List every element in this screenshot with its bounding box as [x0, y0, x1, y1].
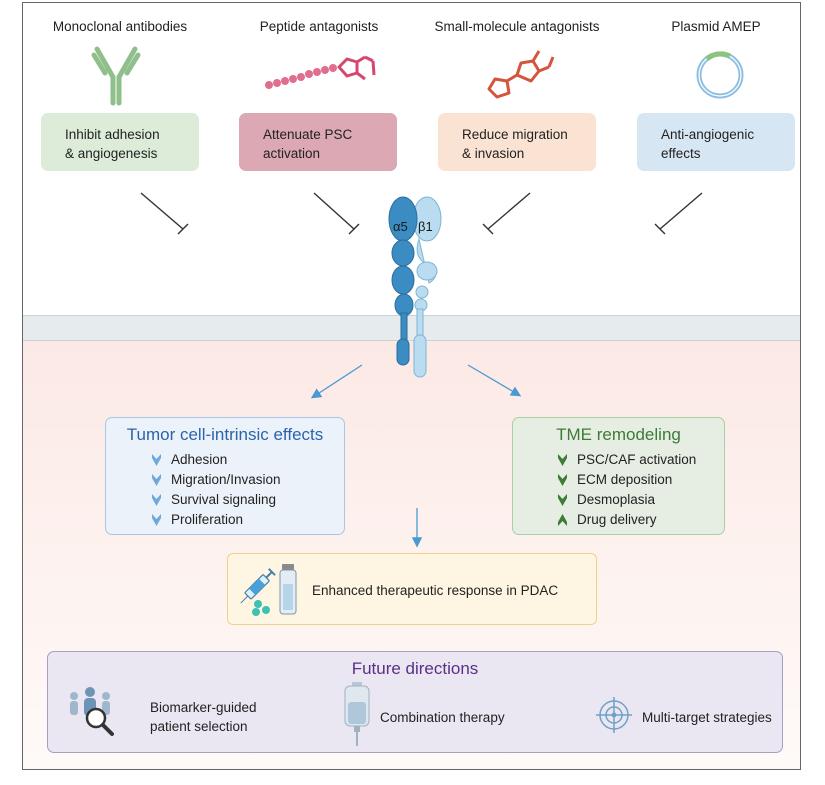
tme-panel-title: TME remodeling — [556, 425, 681, 444]
tumor-effects-list: Adhesion Migration/Invasion Survival sig… — [151, 450, 281, 530]
future-item-line1: Biomarker-guided — [150, 700, 257, 715]
tumor-effects-panel: Tumor cell-intrinsic effects Adhesion Mi… — [105, 417, 345, 535]
tumor-panel-title: Tumor cell-intrinsic effects — [126, 425, 324, 444]
effect-text-line1: Reduce migration — [462, 127, 568, 142]
effect-text-line2: & invasion — [462, 146, 525, 161]
list-item: PSC/CAF activation — [557, 450, 696, 470]
drug-title-plasmid: Plasmid AMEP — [671, 19, 761, 34]
list-item: Proliferation — [151, 510, 281, 530]
tme-remodeling-panel: TME remodeling PSC/CAF activation ECM de… — [512, 417, 725, 535]
list-item: Survival signaling — [151, 490, 281, 510]
arrow-to-tme-panel — [467, 364, 522, 397]
future-directions-title: Future directions — [351, 659, 479, 678]
effect-text-line1: Inhibit adhesion — [65, 127, 160, 142]
effect-box-angiogenic: Anti-angiogenic effects — [637, 113, 795, 171]
inhibition-bar — [348, 223, 360, 235]
down-arrow-icon — [152, 454, 161, 466]
list-item-label: Proliferation — [171, 512, 244, 527]
down-arrow-icon — [558, 454, 567, 466]
up-arrow-icon — [558, 514, 567, 526]
outcome-text: Enhanced therapeutic response in PDAC — [312, 583, 559, 598]
effect-text-line1: Attenuate PSC — [263, 127, 353, 142]
outcome-box: Enhanced therapeutic response in PDAC — [227, 553, 597, 625]
patient-search-icon — [70, 687, 114, 736]
plasmid-icon — [696, 51, 744, 99]
beta1-subunit — [412, 196, 442, 378]
list-item-label: ECM deposition — [577, 472, 673, 487]
future-item-line2: patient selection — [150, 719, 248, 734]
antibody-icon — [91, 46, 141, 106]
tme-effects-list: PSC/CAF activation ECM deposition Desmop… — [557, 450, 696, 530]
alpha5-label: α5 — [393, 219, 408, 234]
integrin-a5b1 — [388, 196, 442, 378]
arrow-to-tumor-panel — [310, 364, 363, 399]
inhibition-line — [487, 192, 531, 230]
list-item-label: Survival signaling — [171, 492, 277, 507]
iv-bag-icon — [344, 682, 370, 746]
list-item-label: PSC/CAF activation — [577, 452, 697, 467]
inhibition-bar — [177, 223, 189, 235]
list-item-label: Adhesion — [171, 452, 228, 467]
effect-box-adhesion: Inhibit adhesion & angiogenesis — [41, 113, 199, 171]
effect-text-line2: effects — [661, 146, 701, 161]
list-item: Migration/Invasion — [151, 470, 281, 490]
future-directions-panel: Future directions Biomarker-guided patie… — [47, 651, 783, 753]
down-arrow-icon — [152, 514, 161, 526]
list-item-label: Migration/Invasion — [171, 472, 281, 487]
down-arrow-icon — [152, 474, 161, 486]
drug-title-peptide: Peptide antagonists — [259, 19, 379, 34]
target-icon — [596, 697, 632, 733]
inhibition-line — [659, 192, 703, 230]
effect-box-psc: Attenuate PSC activation — [239, 113, 397, 171]
effect-text-line1: Anti-angiogenic — [661, 127, 755, 142]
inhibition-bar — [482, 223, 494, 235]
down-arrow-icon — [558, 474, 567, 486]
inhibition-bar — [654, 223, 666, 235]
future-item-combination: Combination therapy — [380, 710, 505, 725]
syringe-vial-icon — [240, 564, 297, 616]
signaling-arrows — [310, 364, 522, 548]
cell-membrane — [23, 315, 800, 341]
list-item: Desmoplasia — [557, 490, 696, 510]
list-item-label: Drug delivery — [577, 512, 657, 527]
peptide-chain-icon — [265, 55, 376, 89]
list-item: Adhesion — [151, 450, 281, 470]
down-arrow-icon — [152, 494, 161, 506]
inhibition-line — [140, 192, 184, 230]
list-item: ECM deposition — [557, 470, 696, 490]
effect-box-migration: Reduce migration & invasion — [438, 113, 596, 171]
drug-title-small-molecule: Small-molecule antagonists — [434, 19, 600, 34]
inhibition-line — [313, 192, 355, 230]
drug-title-monoclonal: Monoclonal antibodies — [52, 19, 188, 34]
future-item-multitarget: Multi-target strategies — [642, 710, 772, 725]
future-item-biomarker: Biomarker-guided patient selection — [150, 698, 257, 736]
down-arrow-icon — [558, 494, 567, 506]
effect-text-line2: activation — [263, 146, 321, 161]
alpha5-subunit — [388, 196, 418, 366]
list-item: Drug delivery — [557, 510, 696, 530]
list-item-label: Desmoplasia — [577, 492, 656, 507]
diagram-frame: Monoclonal antibodies Peptide antagonist… — [22, 2, 801, 770]
small-molecule-icon — [487, 50, 555, 99]
beta1-label: β1 — [418, 219, 433, 234]
effect-text-line2: & angiogenesis — [65, 146, 158, 161]
inhibition-arrows — [140, 192, 703, 235]
